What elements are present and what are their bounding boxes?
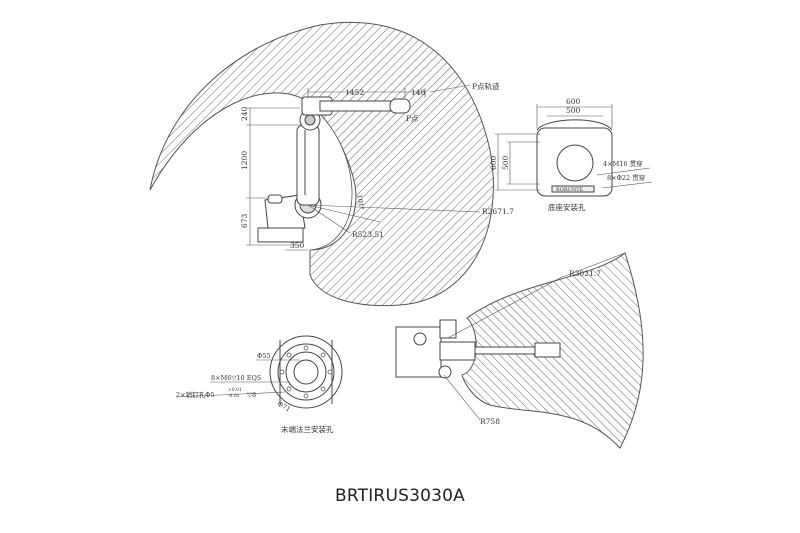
dim-arm-length: 1452 <box>345 88 364 97</box>
dim-base-width-inner: 500 <box>566 106 581 115</box>
side-dimension-lines <box>246 84 481 251</box>
note-tolerance-upper: +0.01 <box>228 387 242 393</box>
note-flange-diameter: Φ55 <box>257 352 271 360</box>
flange-view: Φ55 8×M6▽10 EQS 2×销钉孔Φ5 +0.01 -0.01 ▽8 Φ… <box>175 335 343 434</box>
label-radius-inner: R523.51 <box>352 230 384 239</box>
dim-height-upper: 240 <box>240 106 249 121</box>
label-top-radius-inner: R758 <box>480 417 500 426</box>
note-pin-depth: ▽8 <box>247 391 256 399</box>
dim-base-height-outer: 600 <box>489 155 498 170</box>
label-top-radius-outer: R3021.7 <box>569 269 601 278</box>
label-p-point: P点 <box>406 114 419 123</box>
side-view: 1452 148 240 1200 673 350 101° P点轨迹 P点 R… <box>149 21 514 307</box>
dim-base-offset: 350 <box>290 241 305 250</box>
top-view: R3021.7 R758 <box>395 252 644 449</box>
flange-caption: 末端法兰安装孔 <box>281 424 334 434</box>
robot-top-illustration <box>395 319 561 379</box>
model-name: BRTIRUS3030A <box>335 486 465 506</box>
dim-wrist-offset: 148 <box>411 88 426 97</box>
dim-height-mid: 1200 <box>240 151 249 170</box>
dim-height-base: 673 <box>240 213 249 228</box>
base-view: 600 500 600 500 4×M16 贯穿 8×Φ22 贯穿 BORUNT… <box>489 97 653 212</box>
dim-base-height-inner: 500 <box>501 155 510 170</box>
base-caption: 底座安装孔 <box>548 202 586 212</box>
label-p-trajectory: P点轨迹 <box>472 81 500 91</box>
note-tapped-holes: 4×M16 贯穿 <box>603 159 643 168</box>
note-bolt-holes: 8×M6▽10 EQS <box>211 374 261 382</box>
dim-angle: 101° <box>355 194 366 211</box>
label-radius-outer: R2671.7 <box>482 207 514 216</box>
dim-base-width-outer: 600 <box>566 97 581 106</box>
base-brand-text: BORUNTE <box>556 187 584 193</box>
note-pin-holes: 2×销钉孔Φ5 <box>176 390 215 399</box>
note-through-holes: 8×Φ22 贯穿 <box>607 173 645 182</box>
note-tolerance-lower: -0.01 <box>228 393 240 399</box>
